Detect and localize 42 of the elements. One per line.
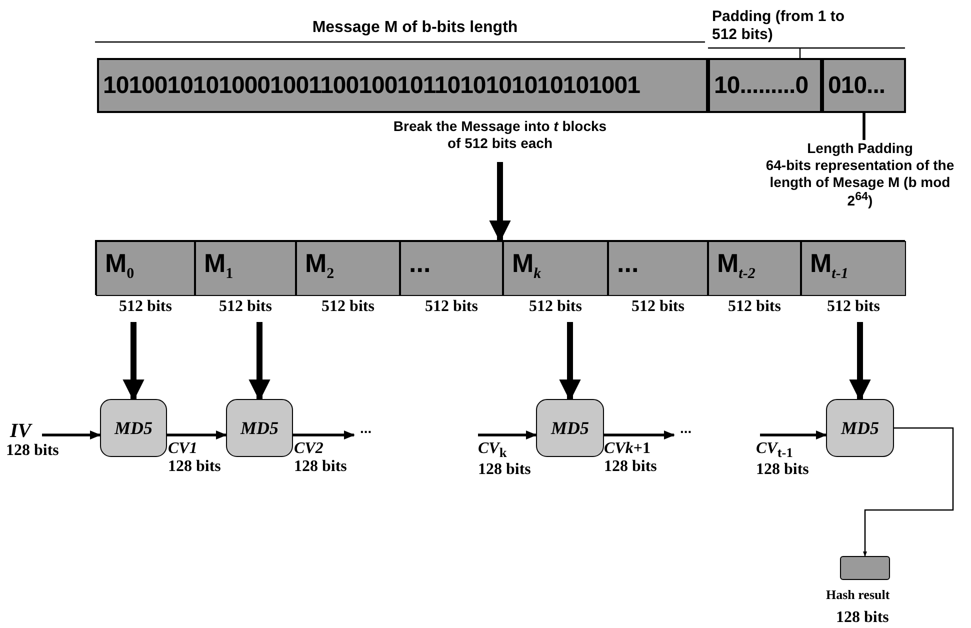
size-caption: 512 bits [424,298,479,316]
md5-box: MD5 [826,399,894,457]
block-arrow [248,322,270,402]
message-bit-segment: 101001010100010011001001011010101010101001 [97,58,708,113]
size-caption: 512 bits [826,298,881,316]
message-bit-segment: 10.........0 [708,58,822,113]
dimension-label: Message M of b-bits length [311,18,519,38]
md5-box: MD5 [226,399,293,457]
size-caption: 512 bits [218,298,273,316]
dimension-label: Padding (from 1 to 512 bits) [712,8,846,44]
arrow [604,430,676,440]
block-arrow [849,322,871,402]
arrow [167,430,228,440]
arrow [478,430,538,440]
block-arrow [122,322,144,402]
size-caption: Hash result [826,587,890,603]
note-text: 64-bits representation of the length of Mesage M (b mod 2$^{64}$) [764,156,956,210]
md5-box: MD5 [100,399,167,457]
continuation-dots: ... [680,420,700,438]
edge-label: CV2 128 bits [294,440,347,477]
arrow [760,430,828,440]
size-caption: 512 bits [528,298,583,316]
arrow [862,427,954,557]
block-arrow [559,322,581,402]
size-caption: 128 bits [6,442,59,460]
block-arrow [489,162,511,242]
note-text: Break the Message into t blocks of 512 bits each [393,118,607,158]
arrow [293,430,356,440]
size-caption: 512 bits [727,298,782,316]
note-heading: Length Padding [807,140,913,157]
message-bit-segment: 010... [822,58,906,113]
size-caption: 512 bits [320,298,376,316]
edge-label: CV1 128 bits [168,440,221,477]
edge-label: CV$_{k}$ 128 bits [478,440,531,479]
edge-label: CVk+1 128 bits [604,440,657,477]
continuation-dots: ... [360,420,380,438]
md5-box: MD5 [536,399,604,457]
arrow [42,430,102,440]
size-caption: 128 bits [836,609,889,627]
edge-label: CV$_{t-1}$ 128 bits [756,440,809,479]
size-caption: 512 bits [630,298,686,316]
size-caption: 512 bits [118,298,173,316]
